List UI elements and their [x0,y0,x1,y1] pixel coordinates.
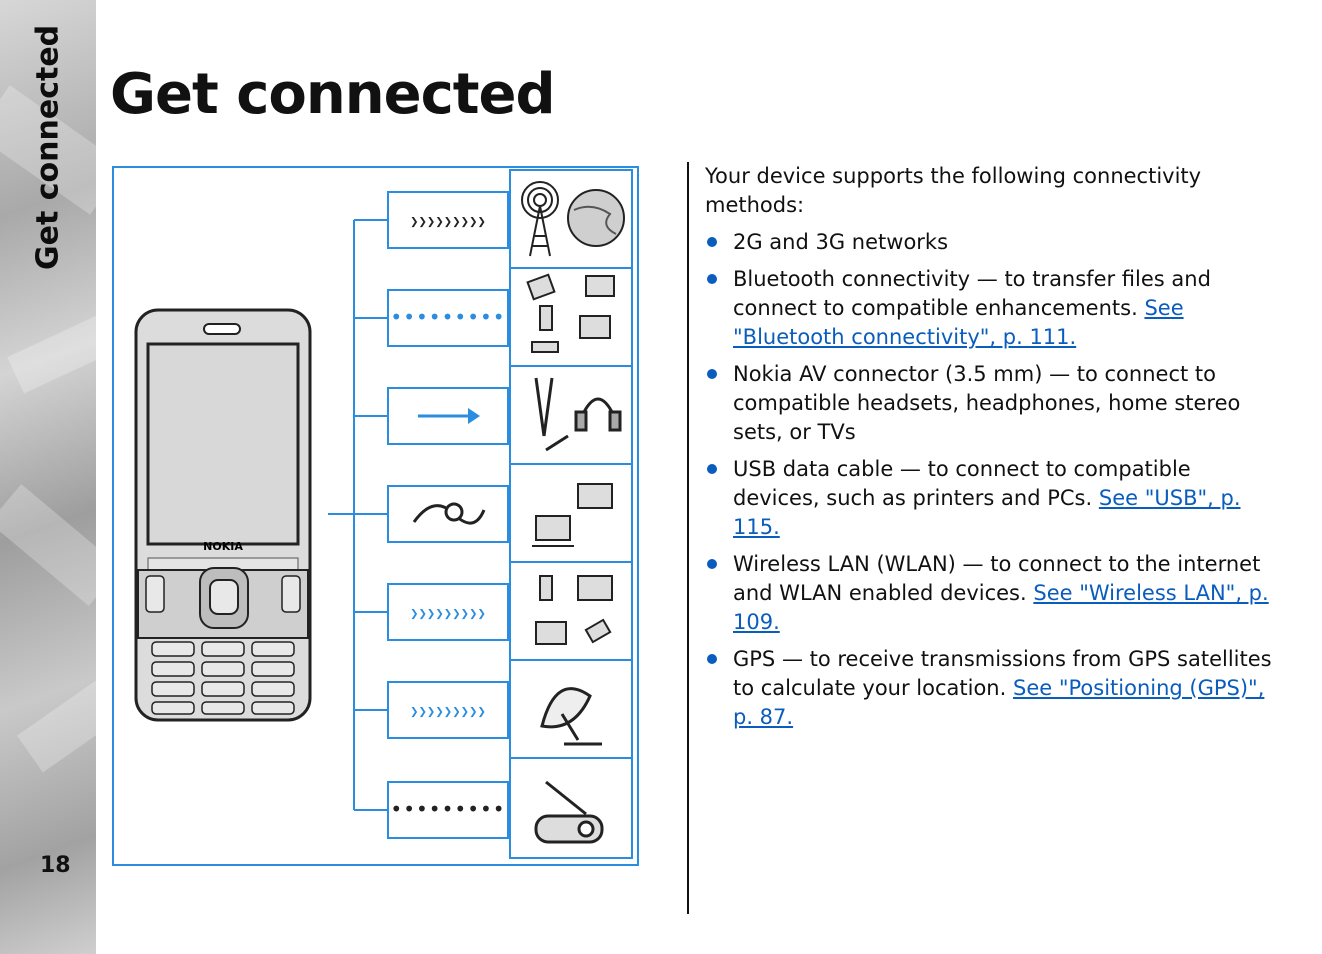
list-item: Wireless LAN (WLAN) — to connect to the … [705,550,1280,637]
connectivity-diagram: NOKIA ❯❯❯❯❯❯❯❯❯ [112,166,639,866]
svg-text:•••••••••: ••••••••• [390,305,505,329]
bullet-icon [707,654,717,664]
sidebar: Get connected 18 [0,0,96,954]
globe-icon [567,189,625,247]
bullet-icon [707,274,717,284]
bullet-icon [707,559,717,569]
svg-text:•••••••••: ••••••••• [390,797,505,821]
item-text: Wireless LAN (WLAN) — to connect to the … [733,552,1261,605]
item-text: Bluetooth connectivity — to transfer fil… [733,267,1211,320]
positioning-gps-link[interactable]: See "Positioning (GPS)", p. 87. [733,676,1265,729]
device-brand: NOKIA [203,540,243,553]
page-number: 18 [40,853,71,878]
list-item: 2G and 3G networks [705,228,1280,257]
list-item: Bluetooth connectivity — to transfer fil… [705,265,1280,352]
item-text: GPS — to receive transmissions from GPS … [733,647,1272,700]
content-column: Your device supports the following conne… [705,162,1280,740]
usb-link[interactable]: See "USB", p. 115. [733,486,1241,539]
satellite-dish-icon [540,687,602,746]
item-text: Nokia AV connector (3.5 mm) — to connect… [733,362,1241,444]
cellular-tower-icon [521,181,559,257]
svg-text:❯❯❯❯❯❯❯❯❯: ❯❯❯❯❯❯❯❯❯ [410,214,486,230]
connectivity-list: 2G and 3G networks Bluetooth connectivit… [705,228,1280,732]
wlan-devices-icon [535,575,613,645]
bluetooth-link[interactable]: See "Bluetooth connectivity", p. 111. [733,296,1184,349]
bullet-icon [707,237,717,247]
usb-devices-icon [532,483,613,547]
page-title: Get connected [110,62,556,127]
item-text: 2G and 3G networks [733,230,949,254]
list-item: Nokia AV connector (3.5 mm) — to connect… [705,360,1280,447]
column-divider [687,162,689,914]
svg-text:❯❯❯❯❯❯❯❯❯: ❯❯❯❯❯❯❯❯❯ [410,704,486,720]
bullet-icon [707,464,717,474]
bullet-icon [707,369,717,379]
bluetooth-devices-icon [526,273,615,353]
headphones-icon [534,377,622,452]
section-label: Get connected [30,24,66,270]
gps-receiver-icon [534,780,604,844]
svg-text:❯❯❯❯❯❯❯❯❯: ❯❯❯❯❯❯❯❯❯ [410,606,486,622]
list-item: USB data cable — to connect to compatibl… [705,455,1280,542]
wireless-lan-link[interactable]: See "Wireless LAN", p. 109. [733,581,1269,634]
item-text: USB data cable — to connect to compatibl… [733,457,1191,510]
phone-illustration: NOKIA [134,308,312,722]
intro-text: Your device supports the following conne… [705,164,1202,217]
list-item: GPS — to receive transmissions from GPS … [705,645,1280,732]
